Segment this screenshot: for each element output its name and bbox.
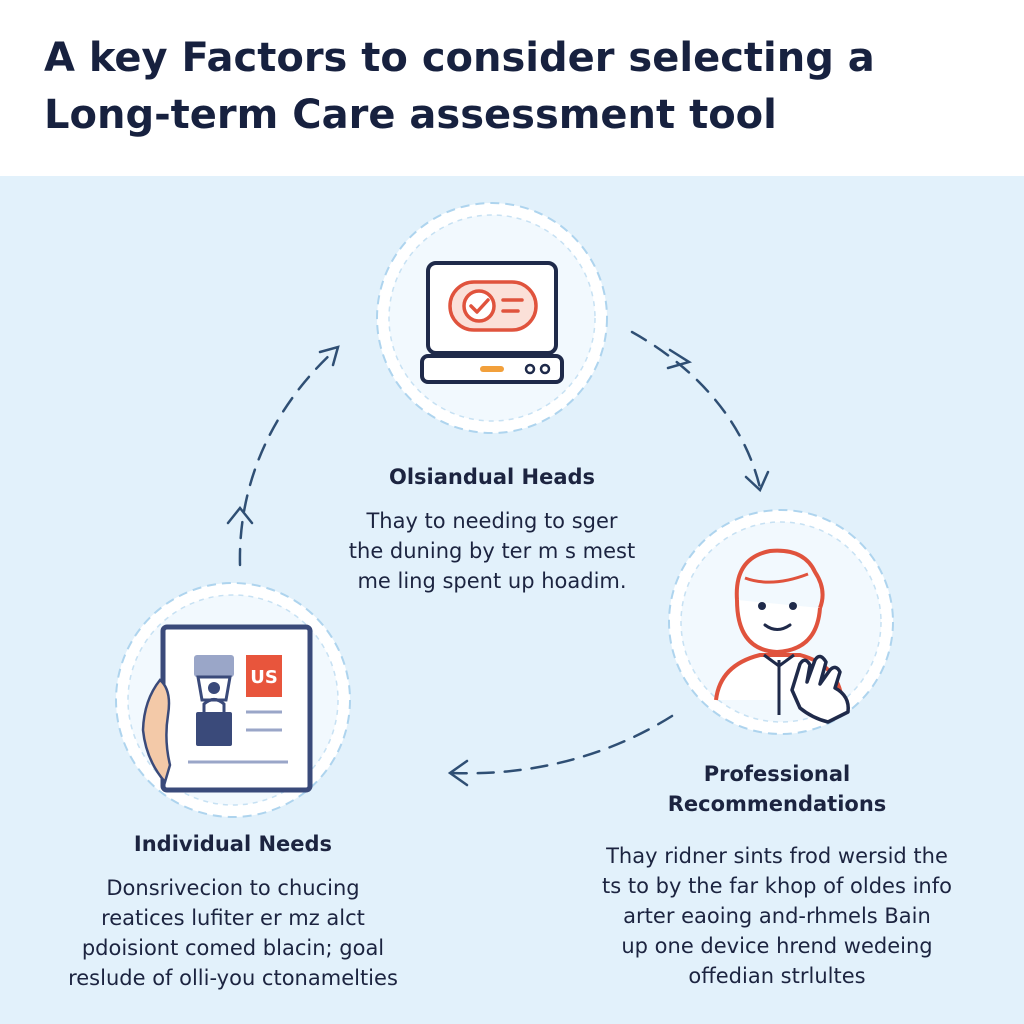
professional-person-icon	[714, 548, 850, 724]
arrowhead	[318, 345, 340, 367]
cycle-arrow-right-to-left	[450, 714, 674, 775]
node-left-desc-line: pdoisiont comed blacin; goal	[81, 936, 385, 960]
laptop-check-icon	[420, 261, 564, 384]
title-line-2: Long-term Care assessment tool	[44, 92, 777, 138]
cycle-arrow-top-to-right	[630, 330, 762, 490]
node-left-heading: Individual Needs	[133, 832, 333, 856]
node-top-desc-line: Thay to needing to sger	[366, 509, 618, 533]
arrowhead	[447, 759, 469, 787]
page-title: A key Factors to consider selecting a Lo…	[44, 30, 1004, 144]
node-right-heading-line: Professional	[703, 762, 851, 786]
us-badge: US	[250, 667, 278, 688]
tablet-document-icon: US	[141, 624, 313, 793]
hand-wave-icon	[790, 654, 850, 724]
node-top-heading: Olsiandual Heads	[388, 465, 596, 489]
node-right-desc-line: offedian strlultes	[688, 964, 866, 988]
node-left-desc-line: Donsrivecion to chucing	[106, 876, 360, 900]
hand-icon	[141, 678, 172, 785]
node-right-heading-line: Recommendations	[667, 792, 887, 816]
node-right-desc-line: up one device hrend wedeing	[621, 934, 933, 958]
cycle-arrow-left-to-top	[238, 348, 337, 567]
arrowhead	[226, 505, 254, 525]
node-right-heading: Professional Recommendations	[597, 759, 957, 819]
node-right	[668, 509, 894, 735]
node-top	[376, 202, 608, 434]
node-left: US	[115, 582, 351, 818]
cycle-diagram: US	[115, 202, 894, 818]
header: A key Factors to consider selecting a Lo…	[0, 0, 1024, 176]
arrowhead	[744, 470, 770, 493]
node-left-description: Donsrivecion to chucing reatices lufiter…	[38, 873, 428, 993]
node-top-desc-line: me ling spent up hoadim.	[357, 569, 627, 593]
node-left-desc-line: reatices lufiter er mz alct	[101, 906, 365, 930]
node-right-desc-line: Thay ridner sints frod wersid the	[606, 844, 948, 868]
node-left-desc-line: reslude of olli-you ctonamelties	[68, 966, 398, 990]
node-right-desc-line: arter eaoing and-rhmels Bain	[623, 904, 931, 928]
node-right-description: Thay ridner sints frod wersid the ts to …	[572, 841, 982, 991]
title-line-1: A key Factors to consider selecting a	[44, 35, 875, 81]
node-top-desc-line: the duning by ter m s mest	[348, 539, 636, 563]
node-right-desc-line: ts to by the far khop of oldes info	[602, 874, 952, 898]
node-top-description: Thay to needing to sger the duning by te…	[302, 506, 682, 596]
arrowhead	[666, 348, 693, 370]
